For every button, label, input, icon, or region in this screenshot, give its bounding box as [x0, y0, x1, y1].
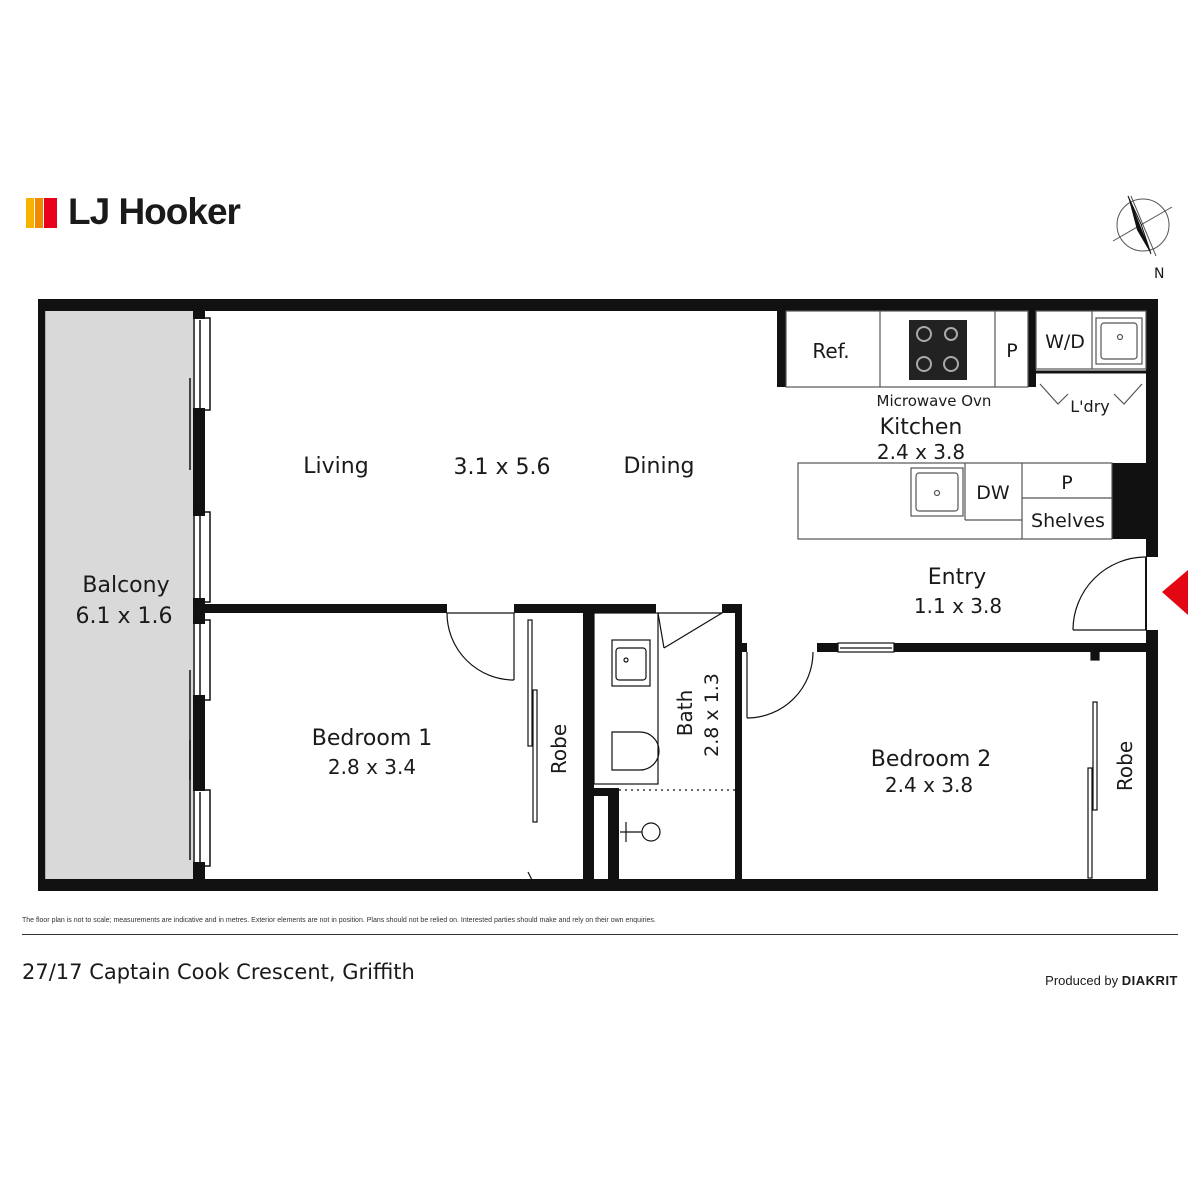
entry-dimensions: 1.1 x 3.8: [914, 594, 1002, 618]
bath-fixtures: [593, 612, 735, 842]
shelves-label: Shelves: [1031, 510, 1105, 532]
entry-door: [1072, 556, 1147, 631]
kitchen-island: [797, 462, 1113, 540]
laundry-fixtures: [1035, 310, 1147, 405]
brand-logo-text: LJ Hooker: [68, 191, 241, 232]
kitchen-label: Kitchen: [880, 415, 963, 440]
producer-name: DIAKRIT: [1121, 973, 1178, 988]
bath-dimensions: 2.8 x 1.3: [701, 673, 723, 757]
cooktop-icon: [909, 320, 967, 380]
fridge-label: Ref.: [812, 339, 849, 363]
robe1-label: Robe: [547, 724, 571, 774]
footer-divider: [22, 934, 1178, 935]
robe2-sliding-doors: [1087, 651, 1100, 879]
producer-credit: Produced by DIAKRIT: [1045, 973, 1178, 988]
property-address: 27/17 Captain Cook Crescent, Griffith: [22, 960, 415, 984]
microwave-label: Microwave Ovn: [877, 392, 992, 410]
laundry-label: L'dry: [1070, 397, 1110, 416]
walls: [38, 299, 1158, 891]
entry-arrow-icon: [1162, 570, 1188, 615]
disclaimer-text: The floor plan is not to scale; measurem…: [22, 917, 656, 924]
living-label: Living: [303, 454, 368, 479]
bedroom2-door: [746, 642, 895, 719]
balcony-area: [45, 310, 193, 880]
balcony-label: Balcony: [82, 573, 169, 598]
robe1-sliding-doors: [527, 619, 538, 881]
brand-logo-mark: [26, 198, 57, 228]
kitchen-dimensions: 2.4 x 3.8: [877, 440, 965, 464]
washer-dryer-label: W/D: [1045, 331, 1085, 353]
robe2-label: Robe: [1113, 741, 1137, 791]
bath-label: Bath: [673, 690, 697, 737]
produced-by-label: Produced by: [1045, 973, 1119, 988]
compass-north-label: N: [1154, 266, 1164, 282]
pantry-label-island: P: [1061, 472, 1072, 494]
compass-icon: [1112, 195, 1173, 257]
living-dining-dimensions: 3.1 x 5.6: [454, 455, 551, 480]
bedroom1-dimensions: 2.8 x 3.4: [328, 755, 416, 779]
balcony-windows: [189, 317, 211, 867]
entry-label: Entry: [928, 565, 987, 590]
balcony-dimensions: 6.1 x 1.6: [76, 604, 173, 629]
bedroom2-label: Bedroom 2: [871, 747, 992, 772]
dishwasher-label: DW: [976, 482, 1010, 504]
pantry-label-upper: P: [1006, 340, 1017, 362]
kitchen-upper-cabinets: [785, 310, 1029, 388]
dining-label: Dining: [623, 454, 694, 479]
bedroom2-dimensions: 2.4 x 3.8: [885, 773, 973, 797]
bedroom1-door: [446, 612, 515, 681]
bedroom1-label: Bedroom 1: [312, 726, 433, 751]
